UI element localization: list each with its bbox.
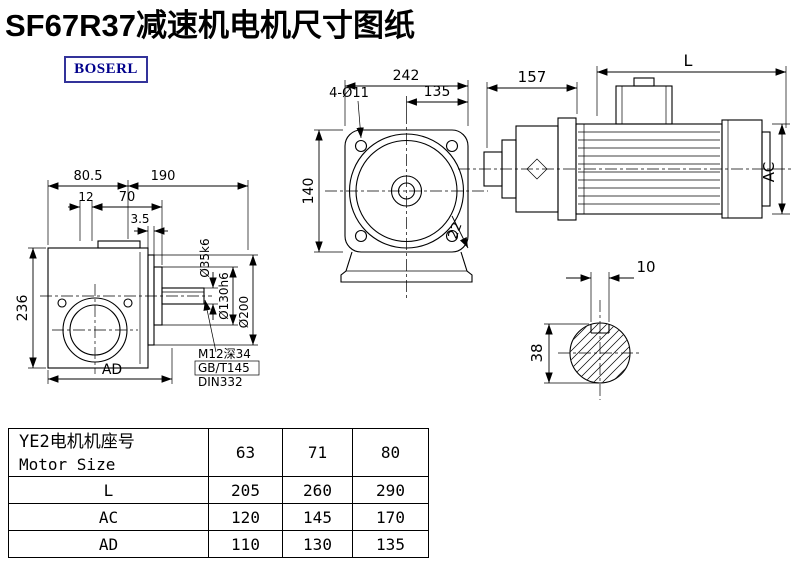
tapped-hole xyxy=(57,298,67,308)
output-flange-disc xyxy=(147,254,155,346)
table-header-cn: YE2电机机座号 xyxy=(19,431,135,452)
dim-L: L xyxy=(596,51,787,128)
callout-bolt-holes: 4-Ø11 xyxy=(329,86,369,139)
tapped-hole xyxy=(123,298,133,308)
dim-236: 236 xyxy=(15,247,46,369)
dim-157-label: 157 xyxy=(518,68,547,86)
section-hatching xyxy=(570,323,630,383)
output-shaft xyxy=(161,287,205,305)
value-AD-80: 135 xyxy=(352,530,429,558)
page-title: SF67R37减速机电机尺寸图纸 xyxy=(5,8,415,43)
front-view: 242 135 4-Ø11 140 22 xyxy=(301,68,488,298)
row-label-L: L xyxy=(8,476,209,504)
flange-dia-label: Ø200 xyxy=(237,296,251,328)
dim-38: 38 xyxy=(528,323,600,384)
input-bore xyxy=(390,175,423,207)
frame-size-63: 63 xyxy=(208,428,283,477)
bolt-hole xyxy=(445,139,459,153)
dim-236-label: 236 xyxy=(15,295,31,322)
value-AC-80: 170 xyxy=(352,503,429,531)
bolt-hole xyxy=(354,139,368,153)
bore-circle-outer xyxy=(62,297,128,363)
dim-135: 135 xyxy=(406,84,468,112)
frame-size-71: 71 xyxy=(282,428,353,477)
frame-size-80: 80 xyxy=(352,428,429,477)
shaft-dia-label: Ø35k6 xyxy=(198,238,212,277)
dim-shaft-dia: Ø35k6 xyxy=(198,238,218,320)
value-L-63: 205 xyxy=(208,476,283,504)
dim-spigot-dia: Ø130h6 xyxy=(162,266,238,326)
flange-outline xyxy=(344,129,469,253)
row-label-AD: AD xyxy=(8,530,209,558)
tap-line3: DIN332 xyxy=(198,375,243,389)
table-header-cell: YE2电机机座号 Motor Size xyxy=(8,428,209,477)
row-label-AC: AC xyxy=(8,503,209,531)
housing-body xyxy=(47,247,149,369)
dim-3p5-label: 3.5 xyxy=(130,212,149,226)
bolt-hole xyxy=(445,229,459,243)
housing-foot xyxy=(340,251,473,283)
side-view: 80.5 190 12 70 3.5 xyxy=(15,169,260,389)
table-header-en: Motor Size xyxy=(19,454,116,474)
dim-80p5-label: 80.5 xyxy=(74,169,103,184)
dim-140: 140 xyxy=(301,129,343,253)
value-L-80: 290 xyxy=(352,476,429,504)
table-row-L: L 205 260 290 xyxy=(8,476,429,504)
dim-AC-label: AC xyxy=(760,162,778,182)
dim-3p5: 3.5 xyxy=(130,212,168,255)
tap-line2: GB/T145 xyxy=(198,361,250,375)
table-row-AD: AD 110 130 135 xyxy=(8,530,429,558)
dim-22-label: 22 xyxy=(446,220,466,241)
dim-10-label: 10 xyxy=(636,258,655,276)
motor-side-view: 157 L AC xyxy=(458,51,792,221)
bolt-hole xyxy=(354,229,368,243)
dim-80p5-190: 80.5 190 xyxy=(47,169,249,250)
dim-70-label: 70 xyxy=(119,190,136,205)
motor-size-table: YE2电机机座号 Motor Size 63 71 80 L 205 260 2… xyxy=(8,428,429,558)
dim-22: 22 xyxy=(446,215,469,249)
dim-157: 157 xyxy=(486,68,578,148)
bolt-holes-label: 4-Ø11 xyxy=(329,86,369,101)
vent-plug-symbol xyxy=(526,158,548,180)
value-AC-63: 120 xyxy=(208,503,283,531)
dim-AC: AC xyxy=(760,123,790,215)
brand-label: BOSERL xyxy=(74,61,138,77)
shaft-section-view: 10 38 xyxy=(528,258,656,400)
value-AD-71: 130 xyxy=(282,530,353,558)
table-header-row: YE2电机机座号 Motor Size 63 71 80 xyxy=(8,428,429,477)
terminal-box xyxy=(615,85,673,125)
bore-circle-inner xyxy=(69,304,121,356)
dim-10: 10 xyxy=(566,258,656,322)
dim-12-label: 12 xyxy=(78,190,93,204)
table-row-AC: AC 120 145 170 xyxy=(8,503,429,531)
spigot-dia-label: Ø130h6 xyxy=(217,272,231,320)
dim-242-label: 242 xyxy=(393,68,420,84)
value-AC-71: 145 xyxy=(282,503,353,531)
dim-38-label: 38 xyxy=(528,343,546,362)
dim-AD: AD xyxy=(47,348,173,384)
keyway xyxy=(590,324,610,334)
dim-190-label: 190 xyxy=(151,169,176,184)
flange-circle-outer xyxy=(348,133,465,249)
dim-12-70: 12 70 xyxy=(68,190,163,265)
brand-badge: BOSERL xyxy=(64,56,148,83)
value-L-71: 260 xyxy=(282,476,353,504)
dim-AD-label: AD xyxy=(102,362,122,378)
dim-L-label: L xyxy=(684,51,693,70)
dim-flange-dia: Ø200 xyxy=(154,254,258,346)
dim-140-label: 140 xyxy=(301,178,317,205)
dim-135-label: 135 xyxy=(424,84,451,100)
value-AD-63: 110 xyxy=(208,530,283,558)
tap-line1: M12深34 xyxy=(198,347,251,361)
dim-242: 242 xyxy=(344,68,469,126)
center-hole-callout: M12深34 GB/T145 DIN332 xyxy=(194,299,260,389)
